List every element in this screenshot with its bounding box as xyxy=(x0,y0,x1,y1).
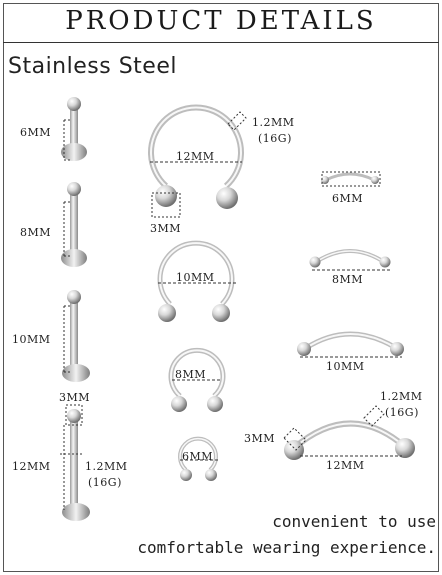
horseshoe-6mm xyxy=(178,436,218,481)
labret-length-8mm: 8MM xyxy=(20,226,52,239)
horseshoe-diameter-6mm: 6MM xyxy=(182,450,214,463)
horseshoe-diameter-10mm: 10MM xyxy=(176,271,215,284)
horseshoe-gauge-g: (16G) xyxy=(258,132,292,145)
curved-barbell-8mm xyxy=(309,249,391,271)
horseshoe-8mm xyxy=(168,347,226,412)
labret-8mm xyxy=(61,182,87,267)
curved-barbell-gauge-mm: 1.2MM xyxy=(380,390,423,403)
labret-length-10mm: 10MM xyxy=(12,333,51,346)
horseshoe-diameter-8mm: 8MM xyxy=(175,368,207,381)
labret-6mm xyxy=(61,97,87,161)
page-title: PRODUCT DETAILS xyxy=(65,6,377,36)
material-label: Stainless Steel xyxy=(8,54,177,79)
curved-barbell-gauge-g: (16G) xyxy=(385,406,419,419)
horseshoe-ball-size: 3MM xyxy=(150,222,182,235)
curved-barbell-length-6mm: 6MM xyxy=(332,192,364,205)
labret-gauge-mm: 1.2MM xyxy=(85,460,128,473)
curved-barbell-length-8mm: 8MM xyxy=(332,273,364,286)
curved-barbell-ball-size: 3MM xyxy=(244,432,276,445)
curved-barbell-10mm xyxy=(297,331,404,358)
labret-length-6mm: 6MM xyxy=(20,126,52,139)
image-frame xyxy=(3,3,439,572)
labret-ball-size: 3MM xyxy=(59,391,91,404)
horseshoe-diameter-12mm: 12MM xyxy=(176,150,215,163)
horseshoe-gauge-mm: 1.2MM xyxy=(252,116,295,129)
labret-10mm xyxy=(62,290,90,382)
horseshoe-12mm xyxy=(148,104,247,218)
labret-12mm xyxy=(60,404,90,521)
title-divider xyxy=(3,42,439,43)
curved-barbell-12mm xyxy=(283,405,415,460)
labret-gauge-g: (16G) xyxy=(88,476,122,489)
curved-barbell-6mm xyxy=(321,171,381,187)
curved-barbell-length-12mm: 12MM xyxy=(326,459,365,472)
labret-length-12mm: 12MM xyxy=(12,460,51,473)
curved-barbell-length-10mm: 10MM xyxy=(326,360,365,373)
horseshoe-10mm xyxy=(157,240,238,322)
tagline-line1: convenient to use xyxy=(272,512,436,531)
tagline-line2: comfortable wearing experience. xyxy=(137,538,436,557)
